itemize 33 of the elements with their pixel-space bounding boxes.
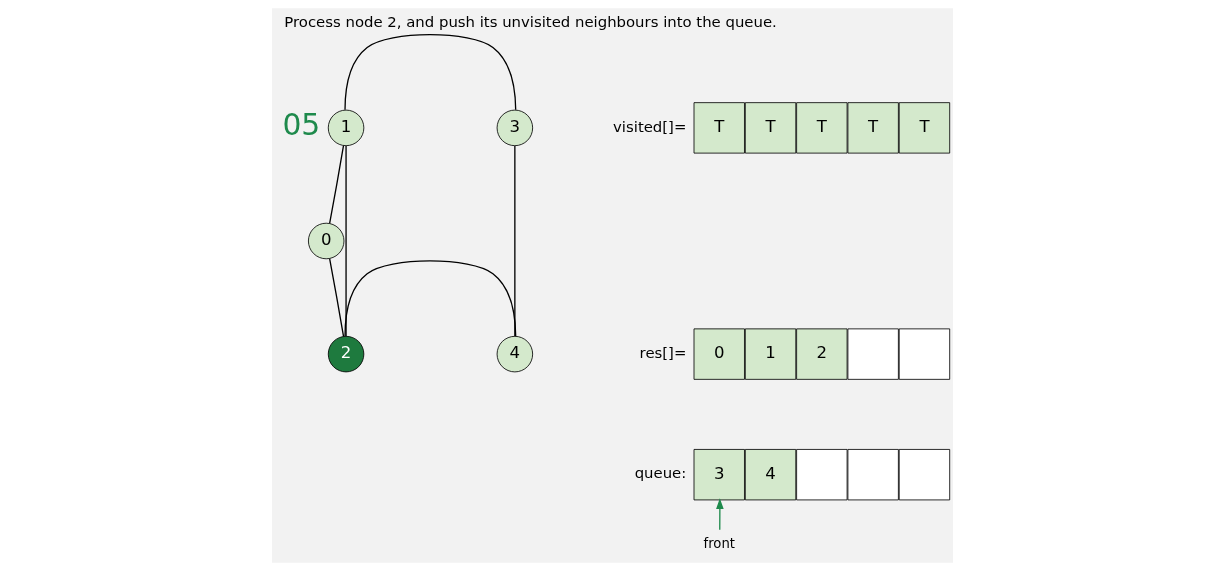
node-box: [795, 449, 847, 501]
node-box: T: [898, 102, 950, 154]
node-box: 1: [744, 328, 796, 380]
node-circle: 1: [327, 109, 364, 147]
connector: [343, 34, 516, 111]
node-box: 2: [795, 328, 847, 380]
connector: [344, 145, 347, 337]
node-text: front: [703, 535, 735, 551]
label: visited[]=: [612, 117, 686, 136]
node-circle: 0: [307, 222, 344, 260]
node-box: [898, 449, 950, 501]
connector: [328, 145, 344, 225]
label: 05: [281, 107, 320, 143]
node-box: [847, 449, 899, 501]
node-circle: 4: [496, 335, 533, 373]
node-box: 3: [693, 449, 745, 501]
node-circle: 2: [327, 335, 364, 373]
node-box: T: [795, 102, 847, 154]
node-circle: 3: [496, 109, 533, 147]
label: res[]=: [639, 343, 686, 362]
connector: [328, 257, 344, 338]
node-box: T: [847, 102, 899, 154]
connector: [513, 145, 515, 337]
connector: [343, 260, 516, 337]
node-box: [898, 328, 950, 380]
node-box: 4: [744, 449, 796, 501]
node-box: [847, 328, 899, 380]
label: queue:: [634, 464, 686, 483]
node-box: T: [693, 102, 745, 154]
node-box: T: [744, 102, 796, 154]
node-box: 0: [693, 328, 745, 380]
diagram-title: Process node 2, and push its unvisited neighbours into the queue.: [283, 12, 777, 31]
arrow: [715, 498, 724, 531]
